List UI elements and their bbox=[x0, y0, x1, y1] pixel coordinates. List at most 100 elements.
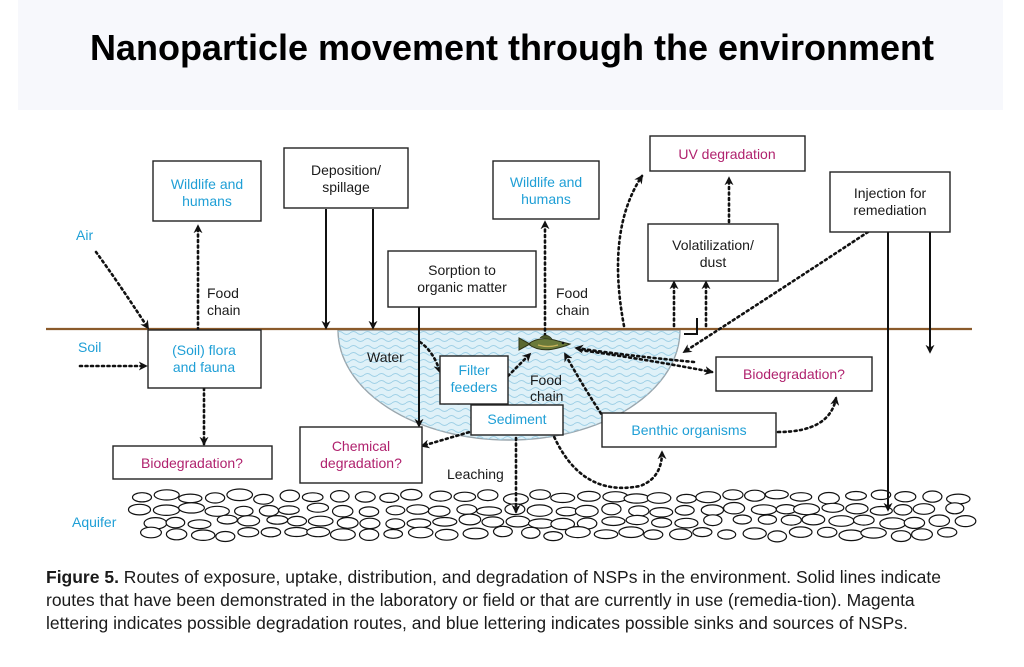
aquifer-pebble bbox=[893, 503, 913, 516]
aquifer-pebble bbox=[204, 505, 230, 517]
aquifer-pebble bbox=[331, 504, 354, 518]
svg-text:Deposition/: Deposition/ bbox=[311, 162, 381, 178]
aquifer-pebble bbox=[543, 530, 564, 542]
aquifer-pebble bbox=[400, 488, 423, 501]
aquifer-pebble bbox=[792, 503, 820, 516]
svg-text:Sediment: Sediment bbox=[487, 411, 546, 427]
aquifer-pebble bbox=[258, 504, 280, 517]
aquifer-pebble bbox=[427, 505, 451, 517]
aquifer-pebble bbox=[131, 492, 153, 503]
svg-text:degradation?: degradation? bbox=[320, 455, 402, 471]
svg-text:dust: dust bbox=[700, 254, 727, 270]
aquifer-pebble bbox=[593, 529, 619, 540]
aquifer-pebble bbox=[912, 503, 936, 515]
box-biodegradation-right: Biodegradation? bbox=[715, 356, 873, 392]
aquifer-pebble bbox=[527, 518, 555, 529]
aquifer-pebble bbox=[674, 517, 699, 529]
svg-text:Chemical: Chemical bbox=[332, 438, 390, 454]
svg-text:Wildlife and: Wildlife and bbox=[510, 174, 582, 190]
aquifer-pebble bbox=[458, 513, 482, 526]
aquifer-pebble bbox=[903, 516, 926, 530]
aquifer-pebble bbox=[750, 504, 778, 516]
aquifer-pebble bbox=[695, 491, 722, 504]
aquifer-pebble bbox=[676, 493, 697, 504]
aquifer-pebble bbox=[742, 527, 767, 540]
aquifer-pebble bbox=[307, 515, 334, 527]
fish-biodeg-arrow bbox=[578, 348, 714, 376]
aquifer-pebble bbox=[429, 490, 453, 502]
aquifer-pebbles bbox=[127, 488, 977, 543]
aquifer-pebble bbox=[354, 491, 376, 503]
aquifer-pebble bbox=[928, 514, 951, 527]
aquifer-pebble bbox=[187, 519, 212, 530]
aquifer-pebble bbox=[383, 528, 404, 539]
page-title: Nanoparticle movement through the enviro… bbox=[89, 27, 935, 68]
benthic-biodeg-arrow bbox=[776, 396, 840, 434]
zone-soil-label: Soil bbox=[78, 339, 101, 355]
aquifer-pebble bbox=[278, 505, 300, 515]
svg-text:humans: humans bbox=[182, 193, 232, 209]
aquifer-pebble bbox=[625, 514, 649, 526]
svg-text:Food: Food bbox=[530, 372, 562, 388]
box-benthic-organisms: Benthic organisms bbox=[601, 412, 777, 448]
zone-water-label: Water bbox=[367, 349, 404, 365]
aquifer-pebble bbox=[306, 526, 331, 538]
aquifer-pebble bbox=[828, 515, 855, 527]
aquifer-pebble bbox=[870, 489, 892, 501]
svg-text:Food: Food bbox=[207, 285, 239, 301]
food-chain-label-center: Food chain bbox=[556, 285, 589, 318]
aquifer-pebble bbox=[922, 490, 943, 503]
aquifer-pebble bbox=[434, 528, 459, 541]
aquifer-pebble bbox=[406, 504, 430, 515]
aquifer-pebble bbox=[860, 527, 887, 539]
aquifer-pebble bbox=[226, 488, 254, 502]
aquifer-pebble bbox=[577, 490, 601, 502]
aquifer-pebble bbox=[492, 525, 513, 538]
aquifer-pebble bbox=[385, 518, 406, 530]
aquifer-pebble bbox=[643, 529, 664, 540]
aquifer-pebble bbox=[379, 492, 400, 503]
aquifer-pebble bbox=[789, 492, 813, 502]
aquifer-pebble bbox=[722, 489, 744, 501]
aquifer-pebble bbox=[234, 505, 254, 517]
aquifer-pebble bbox=[692, 526, 713, 538]
aquifer-pebble bbox=[329, 528, 356, 541]
leaching-label: Leaching bbox=[447, 466, 504, 482]
aquifer-pebble bbox=[279, 489, 301, 503]
aquifer-pebble bbox=[844, 490, 867, 501]
aquifer-pebble bbox=[178, 502, 206, 514]
box-chemical-degradation: Chemical degradation? bbox=[299, 426, 423, 484]
aquifer-pebble bbox=[456, 504, 478, 515]
food-chain-label-left: Food chain bbox=[207, 285, 240, 318]
aquifer-pebble bbox=[646, 492, 672, 504]
aquifer-pebble bbox=[336, 516, 359, 529]
aquifer-pebble bbox=[601, 516, 626, 527]
water-uv-arrow bbox=[616, 174, 644, 328]
aquifer-pebble bbox=[406, 518, 432, 529]
aquifer-pebble bbox=[700, 504, 725, 516]
aquifer-pebble bbox=[669, 528, 693, 541]
svg-text:remediation: remediation bbox=[853, 202, 926, 218]
food-chain-label-water: Food chain bbox=[530, 372, 563, 404]
aquifer-pebble bbox=[253, 493, 274, 505]
box-wildlife-left: Wildlife and humans bbox=[152, 160, 262, 222]
svg-text:humans: humans bbox=[521, 191, 571, 207]
aquifer-pebble bbox=[817, 491, 840, 505]
svg-text:chain: chain bbox=[530, 388, 563, 404]
aquifer-pebble bbox=[703, 514, 723, 527]
aquifer-pebble bbox=[650, 517, 673, 528]
fish-icon bbox=[518, 334, 572, 351]
aquifer-pebble bbox=[838, 529, 864, 542]
aquifer-pebble bbox=[910, 528, 933, 541]
aquifer-pebble bbox=[359, 517, 381, 530]
figure-caption-text: Routes of exposure, uptake, distribution… bbox=[46, 567, 941, 633]
aquifer-pebble bbox=[945, 493, 971, 505]
svg-text:Filter: Filter bbox=[458, 362, 489, 378]
svg-text:chain: chain bbox=[207, 302, 240, 318]
svg-text:UV degradation: UV degradation bbox=[678, 146, 775, 162]
aquifer-pebble bbox=[476, 506, 503, 516]
svg-text:Injection for: Injection for bbox=[854, 185, 927, 201]
aquifer-pebble bbox=[477, 489, 499, 502]
aquifer-pebble bbox=[165, 528, 188, 541]
aquifer-pebble bbox=[407, 526, 434, 539]
